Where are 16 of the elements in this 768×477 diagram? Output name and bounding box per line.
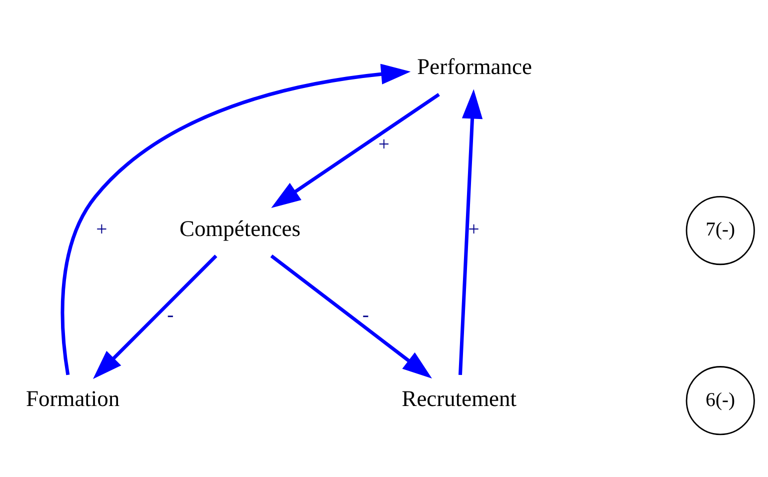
node-text: Formation [26, 385, 120, 410]
label: 7(-) [706, 218, 736, 240]
edge-label: + [378, 133, 390, 156]
label: 6(-) [706, 388, 736, 410]
arrow [458, 88, 483, 375]
arrow [270, 254, 432, 378]
edge-label: - [167, 303, 174, 326]
node-text: Compétences [179, 215, 301, 240]
edge-label: - [362, 303, 369, 326]
arrow [92, 254, 218, 379]
edge-label: + [96, 218, 108, 240]
edge-label: + [468, 218, 480, 240]
node-text: Recrutement [402, 385, 517, 410]
node-text: Performance [417, 54, 532, 79]
arrow [271, 92, 440, 208]
arrow [60, 63, 411, 375]
